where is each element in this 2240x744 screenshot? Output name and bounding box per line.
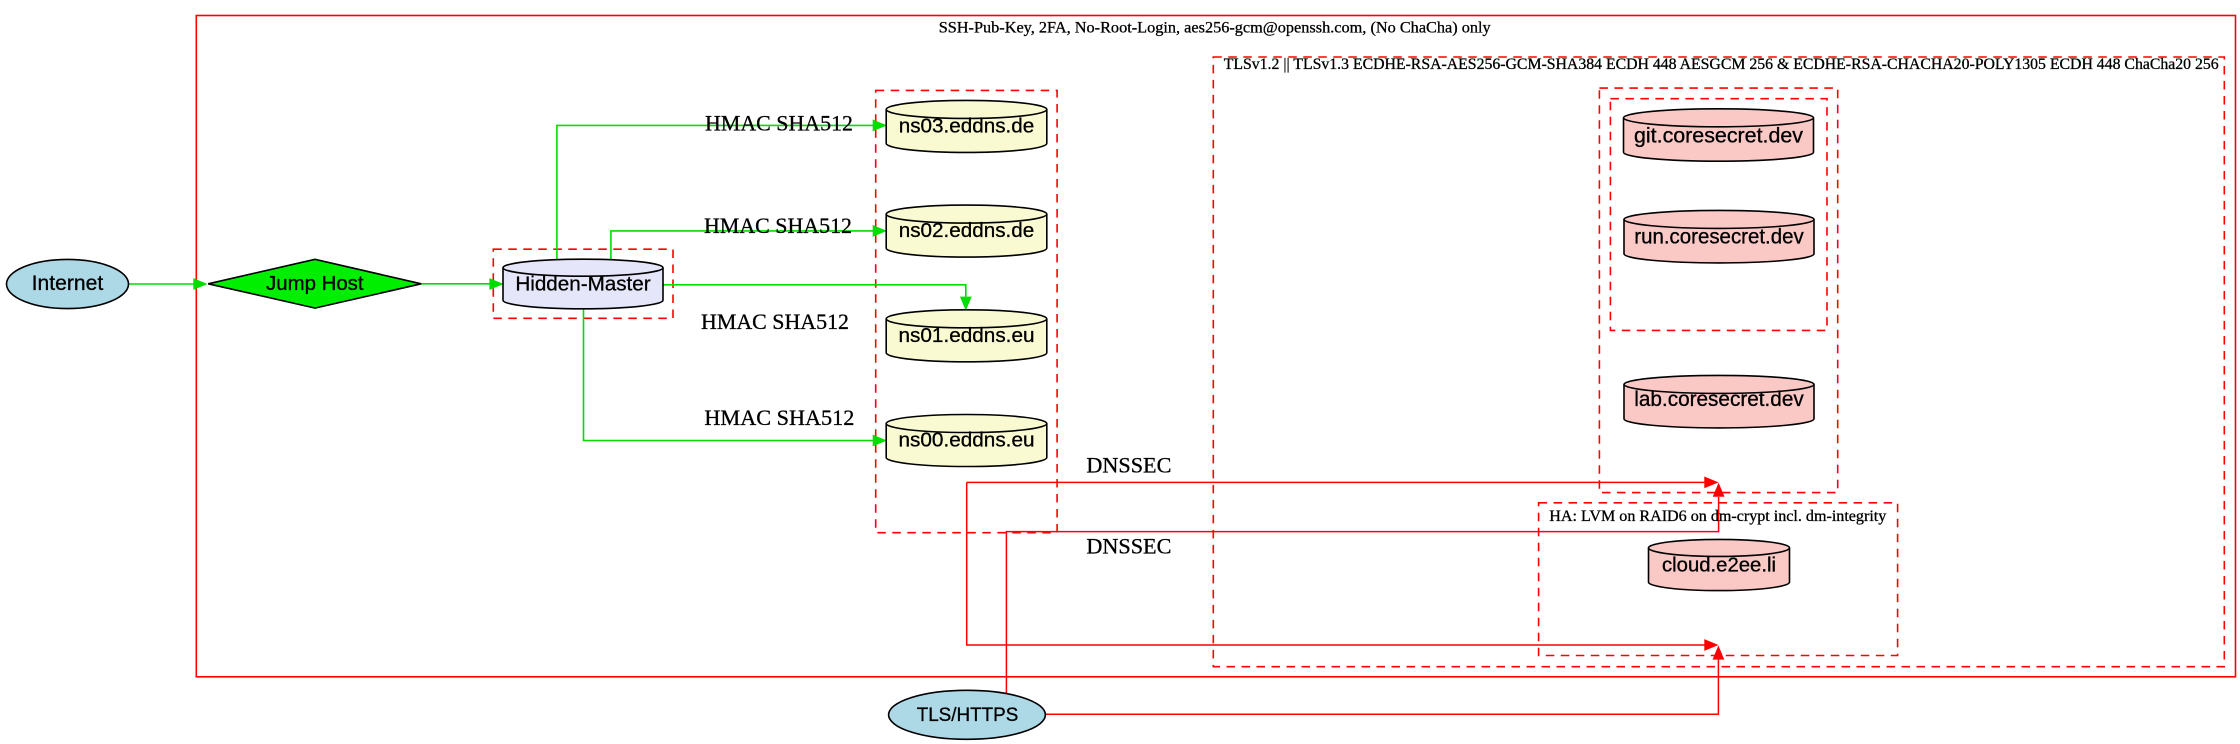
- svg-text:TLS/HTTPS: TLS/HTTPS: [917, 704, 1019, 726]
- svg-text:TLSv1.2 || TLSv1.3 ECDHE-RSA-A: TLSv1.2 || TLSv1.3 ECDHE-RSA-AES256-GCM-…: [1224, 56, 2219, 73]
- svg-text:Internet: Internet: [32, 272, 104, 295]
- svg-text:cloud.e2ee.li: cloud.e2ee.li: [1662, 554, 1776, 576]
- svg-text:lab.coresecret.dev: lab.coresecret.dev: [1634, 387, 1804, 411]
- svg-text:DNSSEC: DNSSEC: [1086, 452, 1171, 477]
- svg-text:ns00.eddns.eu: ns00.eddns.eu: [899, 429, 1035, 452]
- svg-text:HMAC SHA512: HMAC SHA512: [704, 405, 854, 430]
- svg-text:ns03.eddns.de: ns03.eddns.de: [899, 114, 1035, 137]
- svg-text:HA: LVM on RAID6 on dm-crypt i: HA: LVM on RAID6 on dm-crypt incl. dm-in…: [1549, 508, 1886, 525]
- svg-text:HMAC SHA512: HMAC SHA512: [701, 309, 849, 334]
- svg-text:ns01.eddns.eu: ns01.eddns.eu: [899, 324, 1035, 347]
- svg-text:DNSSEC: DNSSEC: [1086, 533, 1171, 558]
- svg-text:ns02.eddns.de: ns02.eddns.de: [899, 219, 1035, 242]
- svg-text:Hidden-Master: Hidden-Master: [515, 273, 650, 296]
- svg-text:HMAC SHA512: HMAC SHA512: [704, 213, 852, 238]
- svg-text:Jump Host: Jump Host: [266, 273, 364, 295]
- svg-text:HMAC SHA512: HMAC SHA512: [705, 111, 853, 136]
- svg-text:run.coresecret.dev: run.coresecret.dev: [1634, 224, 1804, 248]
- svg-text:git.coresecret.dev: git.coresecret.dev: [1634, 123, 1803, 147]
- svg-text:SSH-Pub-Key, 2FA, No-Root-Logi: SSH-Pub-Key, 2FA, No-Root-Login, aes256-…: [939, 19, 1492, 37]
